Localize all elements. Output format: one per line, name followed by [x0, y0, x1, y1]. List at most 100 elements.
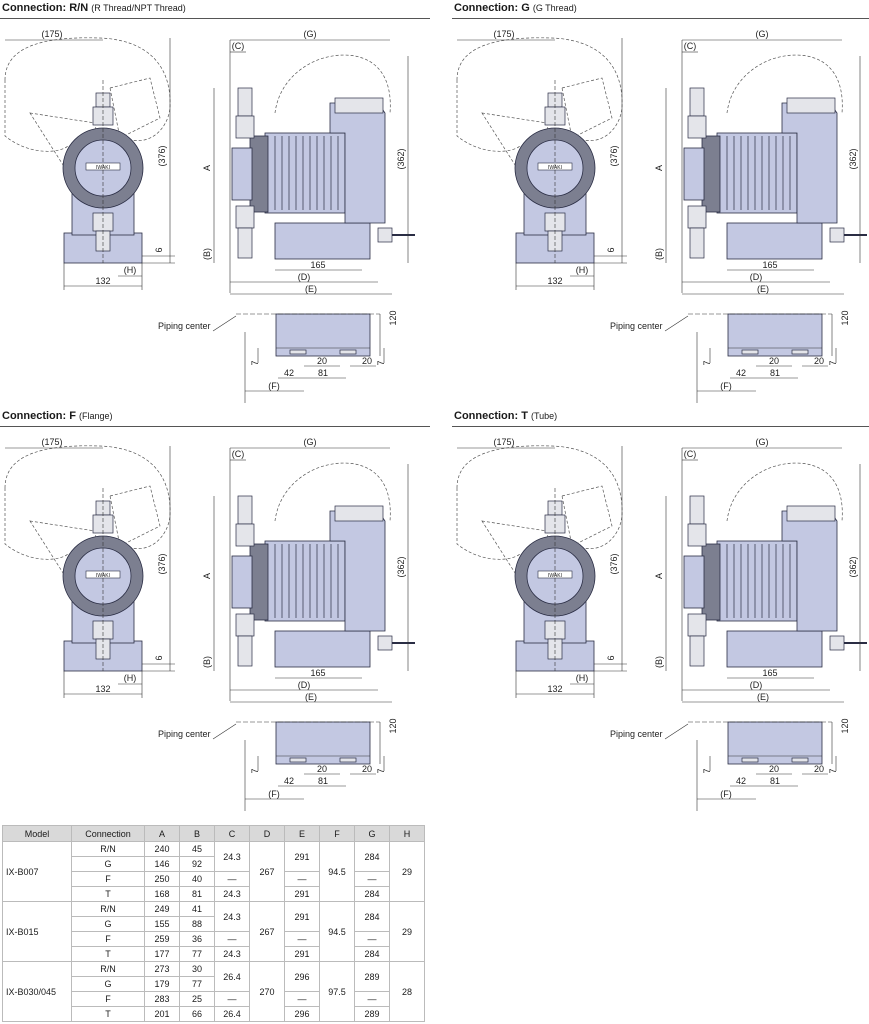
table-cell: 92	[179, 856, 215, 872]
dim-376: (376)	[609, 145, 619, 166]
dim-6: 6	[606, 655, 616, 660]
pump-motor	[264, 540, 346, 622]
bottom-view: Piping center 120 7 7 20 20 42 81 (F)	[158, 310, 398, 403]
table-cell: IX-B007	[2, 841, 72, 902]
bottom-view: Piping center 120 7 7 20 20 42 81 (F)	[610, 310, 850, 403]
panel-t: Connection: T (Tube) IWAKI (175) (376) 6…	[452, 408, 869, 813]
front-view: IWAKI (175) (376) 6 (H) 132	[4, 437, 175, 698]
panel-f: Connection: F (Flange) IWAKI (175) (376)…	[0, 408, 430, 813]
table-cell: G	[71, 856, 145, 872]
pump-bottom	[727, 313, 823, 357]
panel-header: Connection: G (G Thread)	[452, 0, 869, 19]
dim-20-left: 20	[769, 764, 779, 774]
dim-F: (F)	[720, 789, 732, 799]
dim-132: 132	[547, 276, 562, 286]
table-cell: 250	[144, 871, 180, 887]
dim-E: (E)	[757, 692, 769, 702]
connection-subtitle: (Flange)	[79, 411, 113, 421]
table-cell: R/N	[71, 901, 145, 917]
dim-D: (D)	[750, 680, 763, 690]
dim-20-left: 20	[317, 356, 327, 366]
table-cell: R/N	[71, 841, 145, 857]
table-cell: —	[284, 991, 320, 1007]
dim-F: (F)	[720, 381, 732, 391]
dim-G: (G)	[756, 29, 769, 39]
table-cell: 267	[249, 841, 285, 902]
pump-motor	[716, 132, 798, 214]
panel-title: Connection: G (G Thread)	[454, 2, 577, 14]
dim-A: A	[202, 165, 212, 171]
table-cell: 29	[389, 901, 425, 962]
table-cell: 291	[284, 886, 320, 902]
table-cell: 168	[144, 886, 180, 902]
dim-A: A	[654, 165, 664, 171]
panel-header: Connection: R/N (R Thread/NPT Thread)	[0, 0, 430, 19]
dim-C: (C)	[684, 41, 697, 51]
connection-subtitle: (G Thread)	[532, 3, 577, 13]
pump-base-side	[274, 630, 371, 668]
dim-E: (E)	[305, 284, 317, 294]
column-header: Model	[2, 825, 72, 842]
dim-42: 42	[736, 368, 746, 378]
column-header: Connection	[71, 825, 145, 842]
column-header: F	[319, 825, 355, 842]
table-cell: 284	[354, 901, 390, 932]
table-cell: 77	[179, 976, 215, 992]
dim-42: 42	[284, 368, 294, 378]
table-cell: 88	[179, 916, 215, 932]
table-cell: 291	[284, 841, 320, 872]
dim-7-left: 7	[250, 768, 260, 773]
dim-G: (G)	[304, 29, 317, 39]
dim-175: (175)	[493, 29, 514, 39]
dim-D: (D)	[298, 272, 311, 282]
pump-bottom	[275, 721, 371, 765]
dim-175: (175)	[41, 29, 62, 39]
dim-42: 42	[284, 776, 294, 786]
panel-title: Connection: R/N (R Thread/NPT Thread)	[2, 2, 186, 14]
column-header: B	[179, 825, 215, 842]
table-cell: F	[71, 931, 145, 947]
dim-165: 165	[762, 260, 777, 270]
table-cell: IX-B030/045	[2, 961, 72, 1022]
bottom-view: Piping center 120 7 7 20 20 42 81 (F)	[158, 718, 398, 811]
table-cell: 179	[144, 976, 180, 992]
front-view: IWAKI (175) (376) 6 (H) 132	[4, 29, 175, 290]
panel-title: Connection: T (Tube)	[454, 410, 557, 422]
dim-120: 120	[388, 718, 398, 733]
dim-132: 132	[547, 684, 562, 694]
column-header: C	[214, 825, 250, 842]
dim-20-right: 20	[814, 356, 824, 366]
table-cell: 284	[354, 886, 390, 902]
connection-subtitle: (R Thread/NPT Thread)	[91, 3, 186, 13]
connection-title: Connection: T	[454, 410, 528, 422]
front-view: IWAKI (175) (376) 6 (H) 132	[456, 29, 627, 290]
dim-7-right: 7	[828, 768, 838, 773]
column-header: E	[284, 825, 320, 842]
table-cell: 30	[179, 961, 215, 977]
table-cell: 25	[179, 991, 215, 1007]
dim-20-right: 20	[362, 356, 372, 366]
dim-6: 6	[154, 247, 164, 252]
drawing: IWAKI (175) (376) 6 (H) 132	[456, 437, 867, 811]
connection-subtitle: (Tube)	[531, 411, 558, 421]
dim-C: (C)	[684, 449, 697, 459]
side-view: (G) (C) A (B) (362) 165 (D) (E)	[654, 437, 867, 703]
dim-20-right: 20	[362, 764, 372, 774]
table-cell: 94.5	[319, 841, 355, 902]
table-cell: 41	[179, 901, 215, 917]
table-cell: —	[284, 871, 320, 887]
pump-base-side	[726, 222, 823, 260]
dim-F: (F)	[268, 789, 280, 799]
dim-175: (175)	[41, 437, 62, 447]
table-cell: 296	[284, 961, 320, 992]
dim-81: 81	[318, 776, 328, 786]
dim-B: (B)	[202, 248, 212, 260]
panel-g: Connection: G (G Thread) IWAKI (175) (37…	[452, 0, 869, 405]
piping-center-label: Piping center	[610, 729, 663, 739]
table-cell: —	[214, 931, 250, 947]
bottom-view: Piping center 120 7 7 20 20 42 81 (F)	[610, 718, 850, 811]
